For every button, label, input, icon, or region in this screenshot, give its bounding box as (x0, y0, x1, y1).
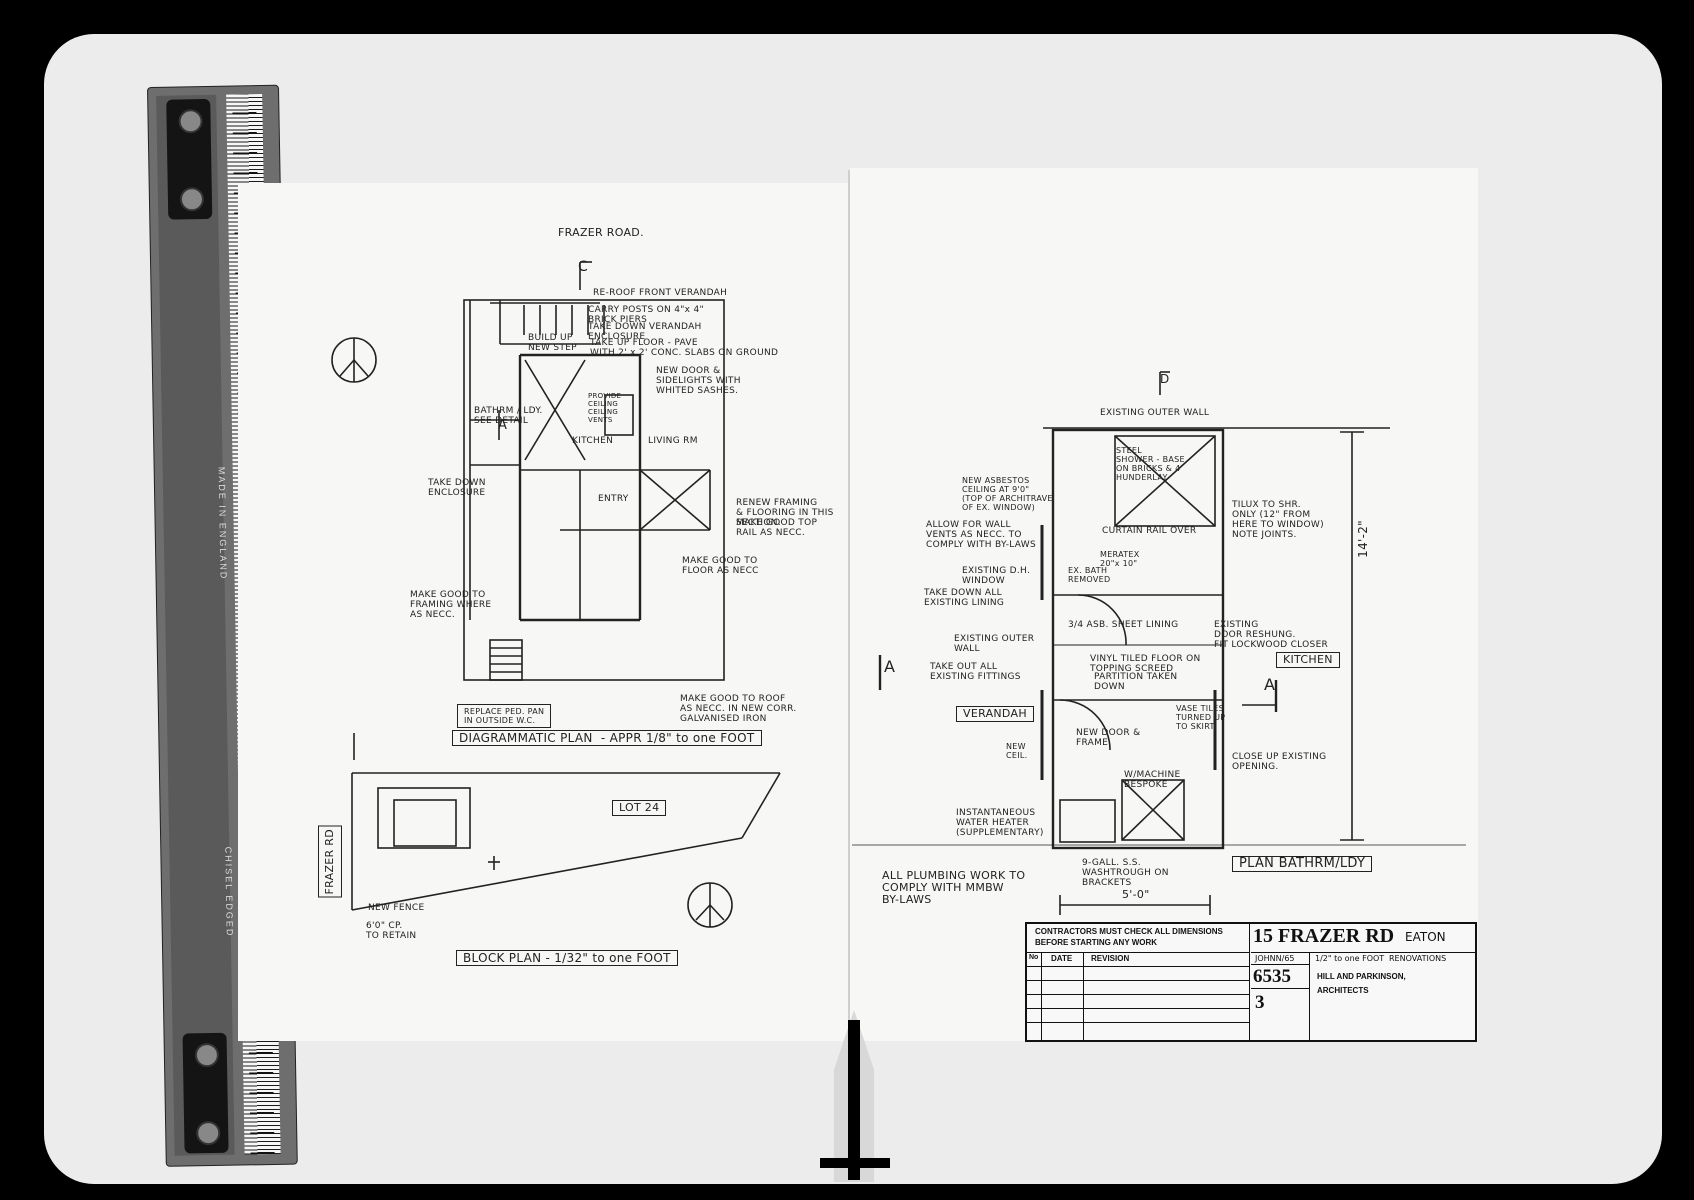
note-close-up: CLOSE UP EXISTING OPENING. (1232, 752, 1327, 772)
sheet-number: 3 (1255, 992, 1265, 1013)
column-no: No (1029, 954, 1039, 961)
column-date: DATE (1051, 954, 1073, 963)
drawing-scale: 1/2" to one FOOT (1315, 954, 1385, 963)
project-address: 15 FRAZER RD (1253, 925, 1395, 947)
note-carry-posts: CARRY POSTS ON 4"x 4" BRICK PIERS (588, 305, 704, 325)
column-revision: REVISION (1091, 954, 1130, 963)
block-plan-title: BLOCK PLAN - 1/32" to one FOOT (456, 950, 678, 966)
section-label-a-left: A (498, 418, 508, 433)
note-renew-framing: RENEW FRAMING & FLOORING IN THIS SECTION… (736, 498, 834, 528)
note-trough: 9-GALL. S.S. WASHTROUGH ON BRACKETS (1082, 858, 1169, 888)
section-label-a-right: A (1264, 675, 1276, 694)
note-take-up-floor: TAKE UP FLOOR - PAVE WITH 2' x 2' CONC. … (590, 338, 779, 358)
plan-title: PLAN BATHRM/LDY (1232, 856, 1373, 872)
label-lot: LOT 24 (612, 800, 667, 816)
note-replace-pan: REPLACE PED. PAN IN OUTSIDE W.C. (457, 704, 552, 728)
note-fence-detail: 6'0" CP. TO RETAIN (366, 921, 417, 941)
knife-shaft (848, 1020, 860, 1180)
washing-machine (1121, 779, 1185, 841)
label-frazer-rd: FRAZER RD (318, 826, 342, 898)
site-boundary (463, 299, 725, 681)
firm-name: HILL AND PARKINSON, ARCHITECTS (1317, 972, 1406, 995)
note-plumbing: ALL PLUMBING WORK TO COMPLY WITH MMBW BY… (882, 869, 1026, 906)
note-vinyl: VINYL TILED FLOOR ON TOPPING SCREED (1090, 654, 1201, 674)
knife-crossbar (820, 1158, 890, 1168)
note-make-good-framing: MAKE GOOD TO FRAMING WHERE AS NECC. (410, 590, 492, 620)
note-curtain-rail: CURTAIN RAIL OVER (1102, 526, 1197, 536)
note-existing-outer-wall-2: EXISTING OUTER WALL (954, 634, 1035, 654)
note-sheet-lining: 3/4 ASB. SHEET LINING (1068, 620, 1179, 630)
note-new-asbestos: NEW ASBESTOS CEILING AT 9'0" (TOP OF ARC… (962, 476, 1053, 512)
label-kitchen: KITCHEN (1276, 652, 1340, 668)
label-kitchen: KITCHEN (572, 436, 614, 446)
note-take-out: TAKE OUT ALL EXISTING FITTINGS (930, 662, 1021, 682)
street-name: FRAZER ROAD. (558, 226, 644, 239)
note-meratex: MERATEX 20"x 10" (1100, 550, 1140, 568)
note-existing-door: EXISTING DOOR RESHUNG. FIT LOCKWOOD CLOS… (1214, 620, 1329, 650)
note-make-good-top: MAKE GOOD TOP RAIL AS NECC. (736, 518, 818, 538)
project-description: RENOVATIONS (1389, 954, 1447, 963)
dimension-height-label: 14'-2" (1356, 520, 1370, 558)
title-block: CONTRACTORS MUST CHECK ALL DIMENSIONS BE… (1025, 922, 1477, 1042)
note-new-ceil: NEW CEIL. (1006, 742, 1028, 760)
label-living: LIVING RM (648, 436, 698, 446)
note-reroof: RE-ROOF FRONT VERANDAH (593, 288, 728, 298)
note-steel-shower: STEEL SHOWER - BASE ON BRICKS & 4 HUNDER… (1116, 446, 1185, 482)
project-suburb: EATON (1405, 930, 1446, 944)
note-build-up: BUILD UP NEW STEP (528, 333, 577, 353)
note-make-good-floor: MAKE GOOD TO FLOOR AS NECC (682, 556, 759, 576)
note-provide-ceiling: PROVIDE CEILING CEILING VENTS (588, 392, 622, 424)
section-mark-d: D (1160, 372, 1170, 386)
sheet-fold (848, 170, 850, 1040)
note-new-door: NEW DOOR & SIDELIGHTS WITH WHITED SASHES… (656, 366, 741, 396)
shower (1114, 435, 1216, 527)
dimension-width-label: 5'-0" (1122, 888, 1150, 901)
note-partition: PARTITION TAKEN DOWN (1094, 672, 1178, 692)
job-number: 6535 (1253, 966, 1291, 987)
note-new-fence: NEW FENCE (368, 903, 425, 913)
drawing-sheet-left (238, 183, 850, 1041)
note-take-down-lining: TAKE DOWN ALL EXISTING LINING (924, 588, 1005, 608)
note-vase-tiles: VASE TILES TURNED UP TO SKIRT (1176, 704, 1226, 731)
drawn-date: JOHNN/65 (1255, 954, 1295, 963)
note-instantaneous: INSTANTANEOUS WATER HEATER (SUPPLEMENTAR… (956, 808, 1044, 838)
note-wmachine: W/MACHINE BESPOKE (1124, 770, 1181, 790)
note-existing-outer-wall: EXISTING OUTER WALL (1100, 408, 1210, 418)
note-ex-bath: EX. BATH REMOVED (1068, 566, 1111, 584)
bathroom-plan-outline (1051, 428, 1225, 850)
note-take-down-verandah: TAKE DOWN VERANDAH ENCLOSURE (588, 322, 702, 342)
section-mark-c: C (578, 259, 589, 275)
note-bathrm: BATHRM / LDY. SEE DETAIL (474, 406, 543, 426)
note-allow-vents: ALLOW FOR WALL VENTS AS NECC. TO COMPLY … (926, 520, 1036, 550)
note-new-door-frame: NEW DOOR & FRAME (1076, 728, 1141, 748)
section-label-a-right-left: A (884, 657, 896, 676)
note-make-good-roof: MAKE GOOD TO ROOF AS NECC. IN NEW CORR. … (680, 694, 797, 724)
note-take-down-enclosure: TAKE DOWN ENCLOSURE (428, 478, 486, 498)
diagrammatic-plan-title: DIAGRAMMATIC PLAN - APPR 1/8" to one FOO… (452, 730, 762, 746)
drawing-sheet-right (850, 168, 1478, 1041)
label-entry: ENTRY (598, 494, 629, 504)
note-tilux: TILUX TO SHR. ONLY (12" FROM HERE TO WIN… (1232, 500, 1324, 540)
label-verandah: VERANDAH (956, 706, 1034, 722)
contractor-warning: CONTRACTORS MUST CHECK ALL DIMENSIONS BE… (1035, 927, 1223, 947)
note-existing-dh: EXISTING D.H. WINDOW (962, 566, 1031, 586)
